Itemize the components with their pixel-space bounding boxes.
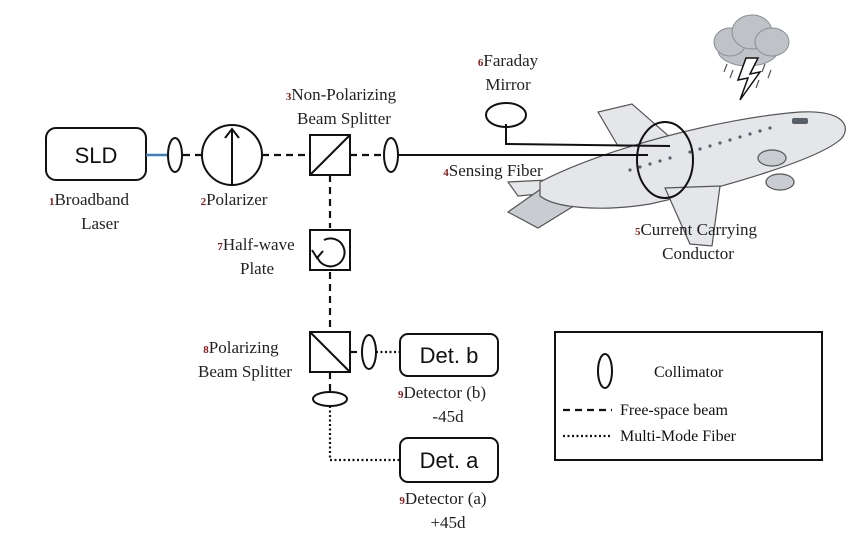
det-a-label: Det. a	[420, 448, 479, 473]
label-current-carrying-conductor: 5Current Carrying Conductor	[635, 220, 758, 263]
collimator-source	[167, 137, 183, 173]
label-detector-b: 9Detector (b) -45d	[398, 383, 486, 426]
svg-text:-45d: -45d	[432, 407, 464, 426]
svg-text:+45d: +45d	[430, 513, 466, 532]
label-faraday-mirror: 6Faraday Mirror	[478, 51, 539, 94]
free-space-beam-paths	[183, 153, 384, 393]
svg-text:8Polarizing: 8Polarizing	[203, 338, 279, 357]
svg-text:1Broadband: 1Broadband	[49, 190, 130, 209]
svg-text:4Sensing Fiber: 4Sensing Fiber	[443, 161, 543, 180]
label-number: 2	[201, 196, 207, 208]
detector-b: Det. b	[399, 333, 499, 377]
sensing-fiber	[398, 124, 671, 156]
svg-text:Conductor: Conductor	[662, 244, 734, 263]
svg-text:2Polarizer: 2Polarizer	[201, 190, 268, 209]
svg-text:6Faraday: 6Faraday	[478, 51, 539, 70]
legend-collimator-label: Collimator	[654, 364, 724, 381]
svg-text:Beam Splitter: Beam Splitter	[297, 109, 391, 128]
label-number: 9	[398, 389, 404, 401]
non-polarizing-beam-splitter	[309, 134, 351, 176]
sld-label: SLD	[75, 143, 118, 168]
svg-text:9Detector (b): 9Detector (b)	[398, 383, 486, 402]
svg-text:3Non-Polarizing: 3Non-Polarizing	[286, 85, 397, 104]
detector-a: Det. a	[399, 437, 499, 483]
legend-free-space-label: Free-space beam	[620, 402, 728, 419]
current-carrying-conductor	[636, 121, 694, 199]
label-number: 4	[443, 167, 449, 179]
sld-source: SLD	[45, 127, 168, 181]
label-polarizer: 2Polarizer	[201, 190, 268, 209]
polarizing-beam-splitter	[309, 331, 351, 373]
svg-text:Plate: Plate	[240, 259, 274, 278]
label-sensing-fiber: 4Sensing Fiber	[443, 161, 543, 180]
multi-mode-fiber-paths	[328, 350, 400, 462]
det-b-label: Det. b	[420, 343, 479, 368]
label-number: 1	[49, 196, 55, 208]
label-number: 3	[286, 91, 292, 103]
label-number: 8	[203, 344, 209, 356]
svg-text:Beam Splitter: Beam Splitter	[198, 362, 292, 381]
label-detector-a: 9Detector (a) +45d	[399, 489, 486, 532]
legend: Collimator Free-space beam Multi-Mode Fi…	[554, 331, 823, 461]
label-number: 6	[478, 57, 484, 69]
svg-text:5Current Carrying: 5Current Carrying	[635, 220, 758, 239]
collimator-fiber	[383, 137, 399, 173]
legend-collimator-symbol	[597, 353, 613, 389]
svg-text:Mirror: Mirror	[485, 75, 531, 94]
collimator-det-a	[312, 391, 348, 407]
half-wave-plate	[309, 229, 351, 271]
svg-text:7Half-wave: 7Half-wave	[217, 235, 294, 254]
svg-text:Laser: Laser	[81, 214, 119, 233]
legend-mmf-label: Multi-Mode Fiber	[620, 428, 737, 445]
label-number: 5	[635, 226, 641, 238]
collimator-det-b	[361, 334, 377, 370]
label-polarizing-beam-splitter: 8Polarizing Beam Splitter	[198, 338, 292, 381]
storm-cloud-icon	[713, 14, 790, 101]
label-number: 7	[217, 241, 223, 253]
polarizer	[201, 124, 263, 186]
label-non-polarizing-beam-splitter: 3Non-Polarizing Beam Splitter	[286, 85, 397, 128]
faraday-mirror	[485, 102, 527, 128]
label-broadband-laser: 1Broadband Laser	[49, 190, 130, 233]
label-half-wave-plate: 7Half-wave Plate	[217, 235, 294, 278]
svg-text:9Detector (a): 9Detector (a)	[399, 489, 486, 508]
label-number: 9	[399, 495, 405, 507]
